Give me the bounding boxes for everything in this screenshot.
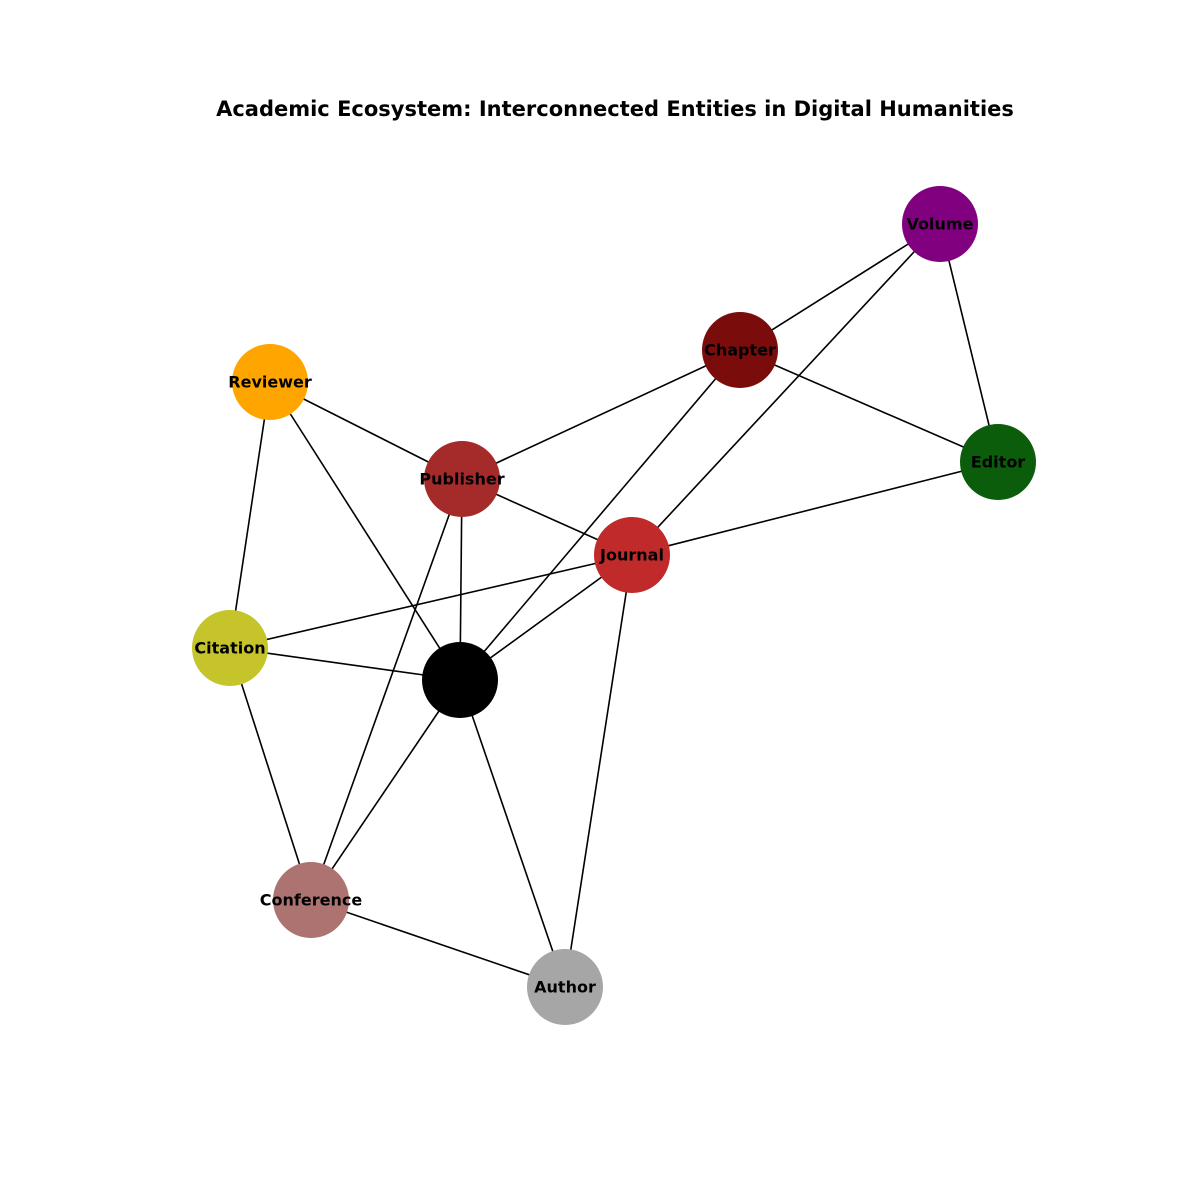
node-circle-journal	[594, 517, 670, 593]
edges-layer	[229, 223, 999, 988]
node-circle-hub	[422, 642, 498, 718]
edge-chapter-publisher	[461, 349, 741, 480]
edge-citation-conference	[229, 647, 312, 901]
node-label-conference: Conference	[260, 891, 363, 910]
edge-chapter-hub	[459, 349, 741, 681]
node-publisher: Publisher	[419, 441, 505, 517]
edge-volume-chapter	[739, 223, 941, 351]
node-journal: Journal	[594, 517, 670, 593]
edge-publisher-conference	[310, 478, 463, 901]
edge-citation-hub	[229, 647, 461, 681]
edge-hub-author	[459, 679, 566, 988]
node-circle-author	[527, 949, 603, 1025]
edge-reviewer-hub	[269, 381, 461, 681]
edge-journal-citation	[229, 554, 633, 649]
node-circle-citation	[192, 610, 268, 686]
node-citation: Citation	[192, 610, 268, 686]
node-circle-reviewer	[232, 344, 308, 420]
edge-journal-editor	[631, 461, 999, 556]
edge-hub-conference	[310, 679, 461, 901]
node-label-publisher: Publisher	[419, 470, 504, 489]
node-hub	[422, 642, 498, 718]
node-author: Author	[527, 949, 603, 1025]
diagram-title: Academic Ecosystem: Interconnected Entit…	[216, 97, 1014, 121]
node-label-editor: Editor	[971, 453, 1026, 472]
node-chapter: Chapter	[702, 312, 778, 388]
node-circle-conference	[273, 862, 349, 938]
edge-chapter-editor	[739, 349, 999, 463]
node-label-citation: Citation	[194, 639, 265, 658]
node-label-author: Author	[534, 978, 596, 997]
edge-volume-editor	[939, 223, 999, 463]
edge-reviewer-citation	[229, 381, 271, 649]
node-circle-volume	[902, 186, 978, 262]
node-editor: Editor	[960, 424, 1036, 500]
node-circle-publisher	[424, 441, 500, 517]
node-circle-chapter	[702, 312, 778, 388]
node-label-journal: Journal	[599, 546, 664, 565]
node-label-volume: Volume	[907, 215, 974, 234]
edge-volume-journal	[631, 223, 941, 556]
node-circle-editor	[960, 424, 1036, 500]
node-reviewer: Reviewer	[228, 344, 312, 420]
node-label-chapter: Chapter	[704, 341, 776, 360]
node-label-reviewer: Reviewer	[228, 373, 312, 392]
node-conference: Conference	[260, 862, 363, 938]
edge-conference-author	[310, 899, 566, 988]
edge-journal-author	[564, 554, 633, 988]
node-volume: Volume	[902, 186, 978, 262]
